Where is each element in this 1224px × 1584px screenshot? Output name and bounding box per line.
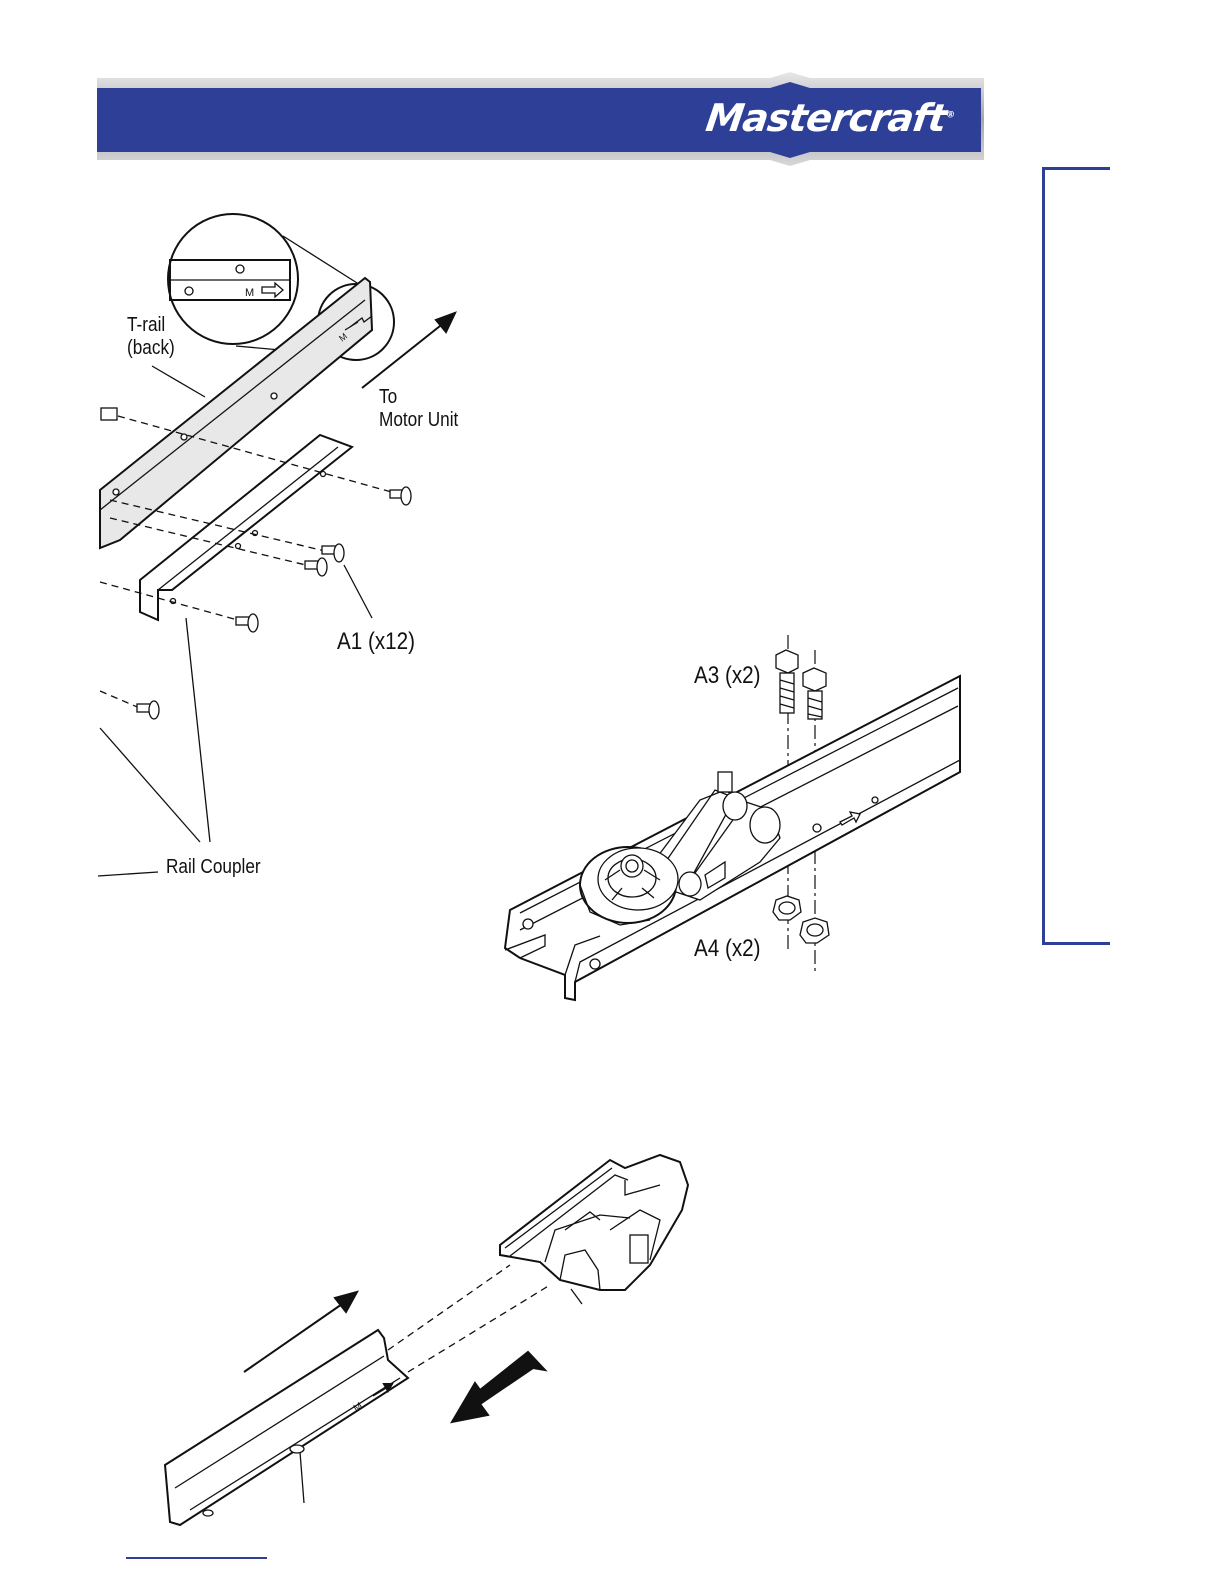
t-rail-front <box>165 1330 408 1525</box>
footer-rule <box>126 1557 267 1559</box>
